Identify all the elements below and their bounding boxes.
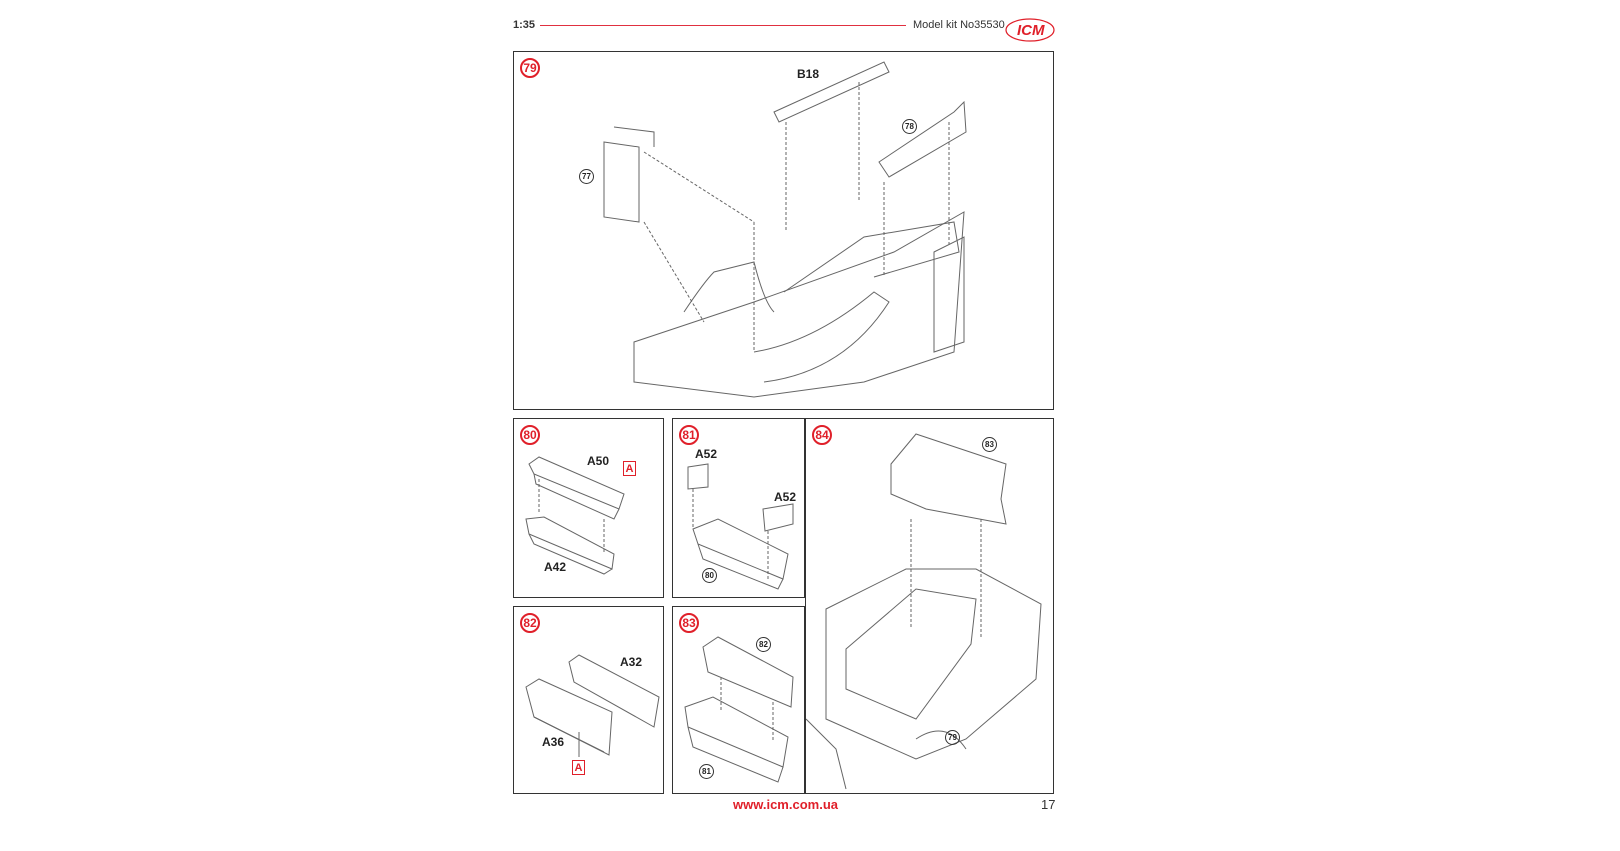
seat-illustration: [684, 636, 794, 783]
marker-a: A: [572, 760, 585, 775]
scale-label: 1:35: [513, 19, 536, 31]
header-divider: [540, 25, 906, 26]
body-illustration: [806, 433, 1042, 790]
part-label: A32: [620, 655, 643, 669]
step-number: 84: [812, 425, 832, 445]
step-ref: 77: [579, 169, 594, 184]
part-label: B18: [797, 67, 820, 81]
step-number: 83: [679, 613, 699, 633]
marker-a: A: [623, 461, 636, 476]
website-link[interactable]: www.icm.com.ua: [733, 797, 838, 812]
step-83-panel: 83 82 81: [672, 606, 805, 794]
step-84-panel: 84 83 79: [805, 418, 1054, 794]
step-ref: 81: [699, 764, 714, 779]
part-label: A52: [774, 490, 797, 504]
step-ref: 83: [982, 437, 997, 452]
seat-illustration: [687, 463, 794, 590]
step-ref: 80: [702, 568, 717, 583]
step-80-panel: 80 A50 A A42: [513, 418, 664, 598]
step-81-panel: 81 A52 A52 80: [672, 418, 805, 598]
page-number: 17: [1041, 797, 1056, 812]
step-ref: 82: [756, 637, 771, 652]
part-label: A42: [544, 560, 567, 574]
step-number: 79: [520, 58, 540, 78]
step-82-panel: 82 A32 A36 A: [513, 606, 664, 794]
seat-illustration: [525, 456, 625, 575]
step-number: 81: [679, 425, 699, 445]
part-label: A50: [587, 454, 610, 468]
kit-number: Model kit No35530: [913, 19, 1005, 31]
svg-text:ICM: ICM: [1017, 22, 1045, 39]
seat-illustration: [525, 654, 660, 757]
chassis-illustration: [603, 61, 967, 398]
part-label: A36: [542, 735, 565, 749]
icm-logo: ICM: [1004, 14, 1056, 44]
step-number: 82: [520, 613, 540, 633]
part-label: A52: [695, 447, 718, 461]
step-ref: 78: [902, 119, 917, 134]
step-ref: 79: [945, 730, 960, 745]
step-number: 80: [520, 425, 540, 445]
step-79-panel: 79 B18 78 77: [513, 51, 1054, 410]
